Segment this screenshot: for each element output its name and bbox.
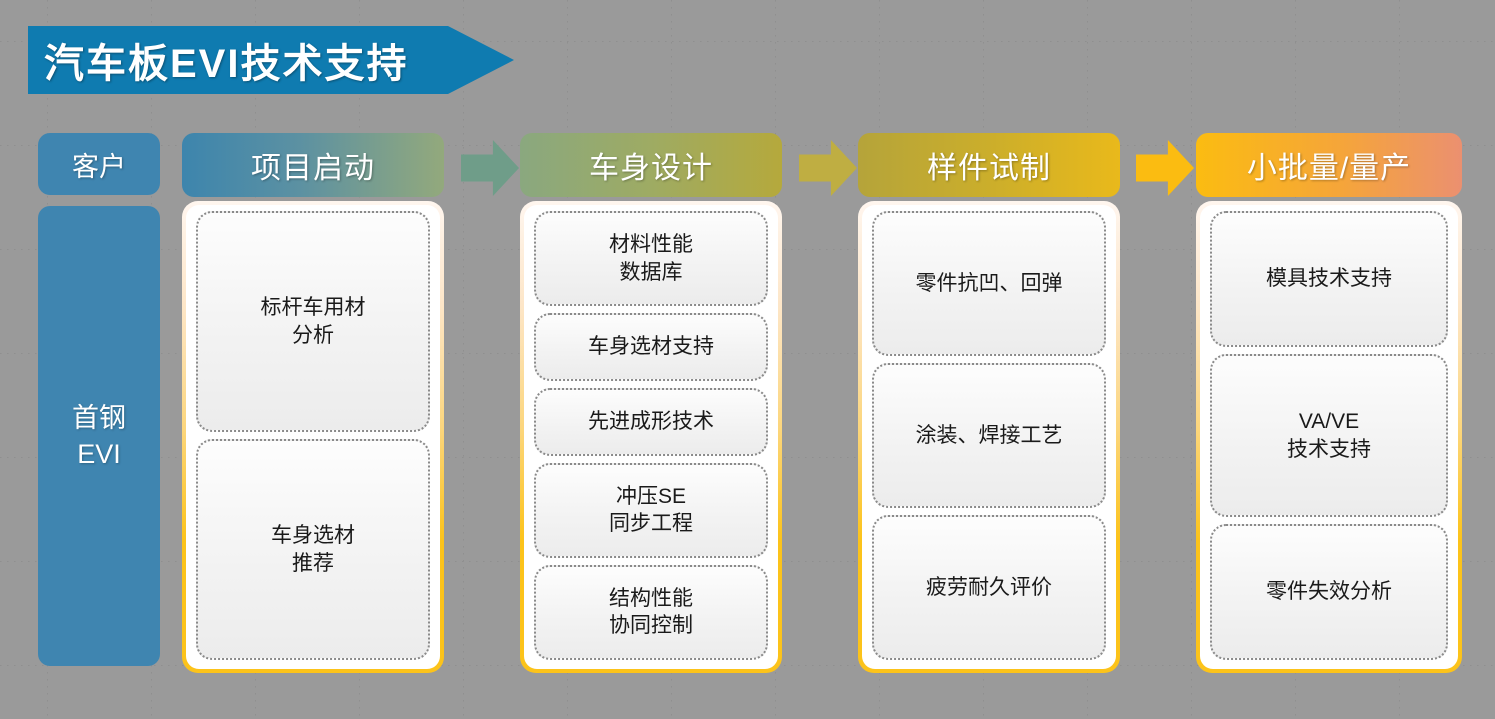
customer-body-line2: EVI <box>77 439 121 469</box>
stage-4-item-3-line1: 零件失效分析 <box>1266 580 1392 604</box>
arrow-stage2-to-stage3 <box>799 140 857 196</box>
customer-body-box: 首钢 EVI <box>38 206 160 666</box>
stage-3-item-1-line1: 零件抗凹、回弹 <box>915 271 1063 295</box>
stage-4-item-2-line2: 技术支持 <box>1287 437 1371 461</box>
stage-3-item-2-line1: 涂装、焊接工艺 <box>915 423 1063 447</box>
stage-3-header[interactable]: 样件试制 <box>858 133 1120 197</box>
stage-1-item-2[interactable]: 车身选材 推荐 <box>196 439 430 660</box>
stage-2-item-2-line1: 车身选材支持 <box>588 335 714 359</box>
stage-2-item-1-line1: 材料性能 <box>609 233 693 257</box>
stage-2-item-4-line2: 同步工程 <box>609 512 693 536</box>
stage-2-item-5-line1: 结构性能 <box>609 587 693 611</box>
stage-column-2: 车身设计 材料性能 数据库 车身选材支持 先进成形技术 <box>520 133 782 673</box>
stage-1-header-label: 项目启动 <box>251 152 375 185</box>
stage-3-item-2[interactable]: 涂装、焊接工艺 <box>872 363 1106 508</box>
stage-4-item-2-line1: VA/VE <box>1298 410 1360 434</box>
stage-2-item-1-line2: 数据库 <box>619 260 683 284</box>
stage-1-item-1-line2: 分析 <box>292 323 334 347</box>
stage-4-item-2[interactable]: VA/VE 技术支持 <box>1210 353 1448 518</box>
stage-1-item-1-line1: 标杆车用材 <box>260 296 366 320</box>
stage-3-item-1[interactable]: 零件抗凹、回弹 <box>872 211 1106 356</box>
stage-2-item-1[interactable]: 材料性能 数据库 <box>534 211 768 307</box>
stage-column-3: 样件试制 零件抗凹、回弹 涂装、焊接工艺 疲劳耐久评价 <box>858 133 1120 673</box>
stage-1-item-2-line2: 推荐 <box>292 551 334 575</box>
stage-1-header[interactable]: 项目启动 <box>182 133 444 197</box>
stage-1-item-2-line1: 车身选材 <box>271 524 355 548</box>
slide-title-banner: 汽车板EVI技术支持 <box>28 26 514 94</box>
stage-2-item-3-line1: 先进成形技术 <box>588 410 714 434</box>
stage-column-1: 项目启动 标杆车用材 分析 车身选材 推荐 <box>182 133 444 673</box>
stage-2-item-2[interactable]: 车身选材支持 <box>534 313 768 381</box>
stage-3-item-3[interactable]: 疲劳耐久评价 <box>872 515 1106 660</box>
arrow-stage3-to-stage4 <box>1136 140 1194 196</box>
stage-4-frame: 模具技术支持 VA/VE 技术支持 零件失效分析 <box>1196 201 1462 673</box>
stage-2-item-5-line2: 协同控制 <box>609 614 693 638</box>
stage-1-item-1[interactable]: 标杆车用材 分析 <box>196 211 430 432</box>
stage-4-item-3[interactable]: 零件失效分析 <box>1210 524 1448 661</box>
stage-4-header[interactable]: 小批量/量产 <box>1196 133 1462 197</box>
stage-2-item-5[interactable]: 结构性能 协同控制 <box>534 564 768 661</box>
stage-3-item-3-line1: 疲劳耐久评价 <box>926 575 1052 599</box>
stage-column-4: 小批量/量产 模具技术支持 VA/VE 技术支持 零件失效分析 <box>1196 133 1462 673</box>
customer-body-line1: 首钢 <box>72 402 126 433</box>
stage-4-item-1[interactable]: 模具技术支持 <box>1210 211 1448 347</box>
stage-1-frame: 标杆车用材 分析 车身选材 推荐 <box>182 201 444 673</box>
customer-header-label: 客户 <box>72 151 126 182</box>
page-title: 汽车板EVI技术支持 <box>44 42 409 86</box>
stage-2-header[interactable]: 车身设计 <box>520 133 782 197</box>
stage-2-frame: 材料性能 数据库 车身选材支持 先进成形技术 冲压SE <box>520 201 782 673</box>
stage-2-header-label: 车身设计 <box>589 152 713 185</box>
stage-4-item-1-line1: 模具技术支持 <box>1266 267 1392 291</box>
stage-3-frame: 零件抗凹、回弹 涂装、焊接工艺 疲劳耐久评价 <box>858 201 1120 673</box>
stage-2-item-4-line1: 冲压SE <box>615 485 686 509</box>
stage-4-header-label: 小批量/量产 <box>1246 152 1412 185</box>
stage-3-header-label: 样件试制 <box>927 152 1051 185</box>
stage-2-item-3[interactable]: 先进成形技术 <box>534 387 768 456</box>
customer-header: 客户 <box>38 133 160 195</box>
stage-2-item-4[interactable]: 冲压SE 同步工程 <box>534 462 768 558</box>
arrow-stage1-to-stage2 <box>461 140 519 196</box>
